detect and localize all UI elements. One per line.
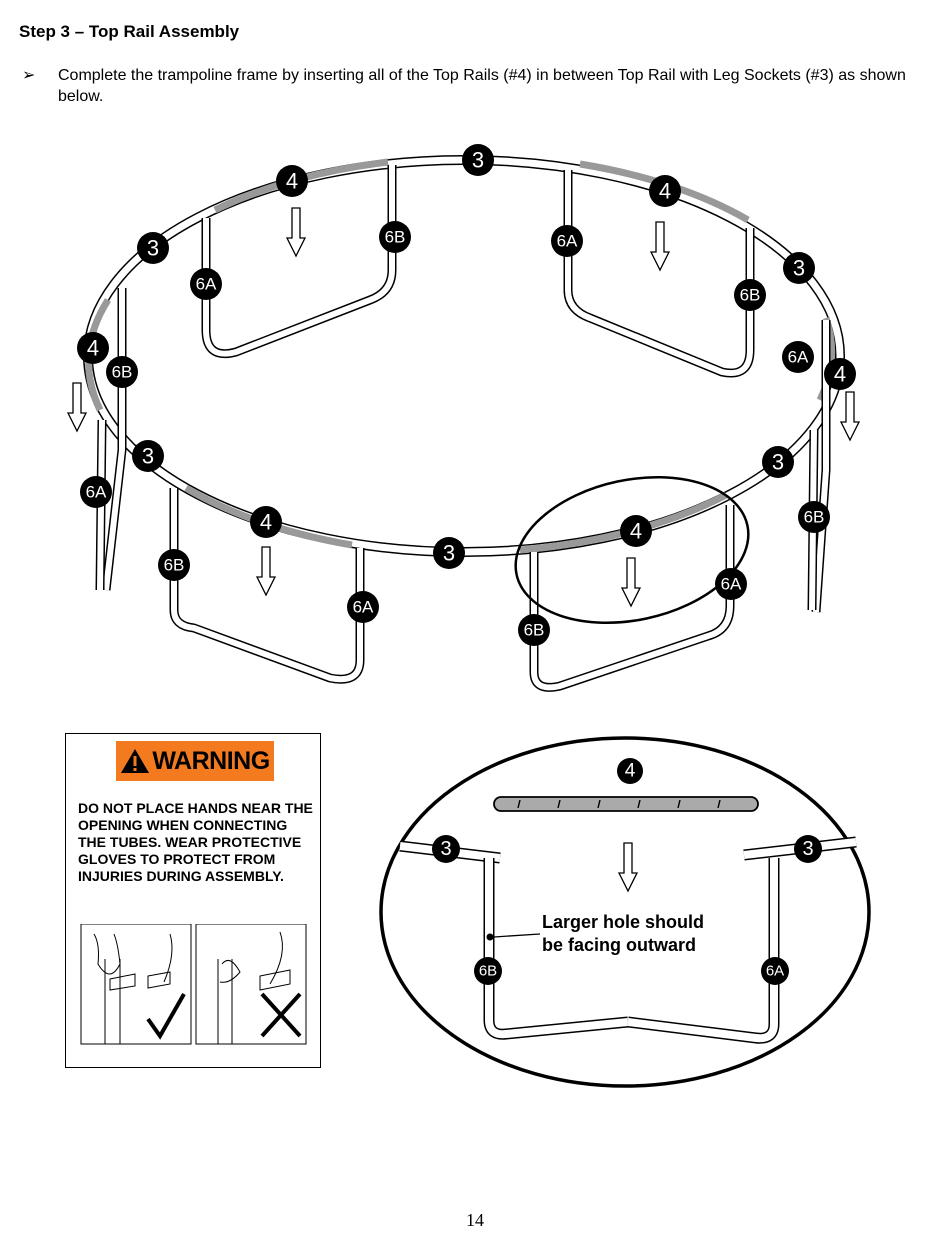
- label-4: 4: [649, 175, 681, 207]
- svg-text:4: 4: [87, 336, 99, 361]
- svg-text:3: 3: [472, 148, 484, 173]
- cross-icon: [260, 992, 302, 1038]
- detail-labels: 4 3 3 6B 6A: [432, 758, 822, 985]
- label-6a: 6A: [715, 568, 747, 600]
- svg-text:6B: 6B: [164, 556, 185, 575]
- label-6b: 6B: [474, 957, 502, 985]
- label-6b: 6B: [158, 549, 190, 581]
- detail-view: [379, 736, 871, 1088]
- label-3: 3: [794, 835, 822, 863]
- label-4: 4: [824, 358, 856, 390]
- svg-text:3: 3: [772, 450, 784, 475]
- svg-text:6A: 6A: [353, 598, 374, 617]
- checkmark-icon: [146, 993, 186, 1040]
- label-3: 3: [783, 252, 815, 284]
- svg-text:4: 4: [625, 761, 636, 782]
- svg-text:3: 3: [147, 236, 159, 261]
- label-3: 3: [137, 232, 169, 264]
- svg-text:6A: 6A: [721, 575, 742, 594]
- warning-box: WARNING DO NOT PLACE HANDS NEAR THE OPEN…: [65, 733, 321, 1068]
- svg-text:6A: 6A: [788, 348, 809, 367]
- warning-text: DO NOT PLACE HANDS NEAR THE OPENING WHEN…: [78, 800, 313, 884]
- hole-callout: Larger hole should be facing outward: [542, 911, 704, 957]
- label-3: 3: [762, 446, 794, 478]
- trampoline-frame: [83, 155, 845, 692]
- svg-text:6B: 6B: [524, 621, 545, 640]
- label-4: 4: [620, 515, 652, 547]
- down-arrow-icon: [66, 207, 861, 608]
- label-6a: 6A: [551, 225, 583, 257]
- svg-text:3: 3: [802, 838, 813, 860]
- label-4: 4: [250, 506, 282, 538]
- label-3: 3: [462, 144, 494, 176]
- callout-line-2: be facing outward: [542, 935, 697, 955]
- label-6a: 6A: [80, 476, 112, 508]
- label-6a: 6A: [190, 268, 222, 300]
- label-4: 4: [617, 758, 643, 784]
- label-6b: 6B: [734, 279, 766, 311]
- warning-label: WARNING: [152, 746, 270, 775]
- svg-text:6B: 6B: [740, 286, 761, 305]
- svg-text:4: 4: [659, 179, 671, 204]
- svg-text:6B: 6B: [385, 228, 406, 247]
- step-title: Step 3 – Top Rail Assembly: [19, 22, 240, 41]
- warning-triangle-icon: [121, 749, 150, 773]
- label-3: 3: [433, 537, 465, 569]
- svg-text:3: 3: [440, 838, 451, 860]
- svg-text:4: 4: [834, 362, 846, 387]
- label-3: 3: [132, 440, 164, 472]
- label-6b: 6B: [518, 614, 550, 646]
- svg-text:3: 3: [793, 256, 805, 281]
- label-6b: 6B: [379, 221, 411, 253]
- down-arrow-icon: [617, 842, 639, 893]
- label-4: 4: [77, 332, 109, 364]
- bullet-arrow-icon: ➢: [22, 67, 36, 84]
- svg-text:3: 3: [142, 444, 154, 469]
- svg-text:6B: 6B: [804, 508, 825, 527]
- callout-line-1: Larger hole should: [542, 912, 705, 932]
- instruction-text: Complete the trampoline frame by inserti…: [58, 67, 906, 105]
- glove-illustration: [80, 924, 307, 1045]
- svg-text:6A: 6A: [196, 275, 217, 294]
- svg-text:4: 4: [286, 169, 298, 194]
- svg-text:3: 3: [443, 541, 455, 566]
- svg-text:4: 4: [260, 510, 272, 535]
- part-labels: 4 3 4 3 3 4 4 3 3 4 4 3 6B 6A 6A 6B 6A 6…: [77, 144, 856, 646]
- svg-text:6A: 6A: [86, 483, 107, 502]
- svg-text:6B: 6B: [479, 963, 497, 980]
- page-number: 14: [466, 1210, 484, 1230]
- svg-text:6A: 6A: [557, 232, 578, 251]
- svg-text:6A: 6A: [766, 963, 784, 980]
- label-4: 4: [276, 165, 308, 197]
- label-6a: 6A: [347, 591, 379, 623]
- label-6b: 6B: [798, 501, 830, 533]
- svg-text:6B: 6B: [112, 363, 133, 382]
- label-6a: 6A: [761, 957, 789, 985]
- label-6b: 6B: [106, 356, 138, 388]
- label-3: 3: [432, 835, 460, 863]
- svg-text:4: 4: [630, 519, 642, 544]
- label-6a: 6A: [782, 341, 814, 373]
- warning-banner: WARNING: [116, 741, 274, 781]
